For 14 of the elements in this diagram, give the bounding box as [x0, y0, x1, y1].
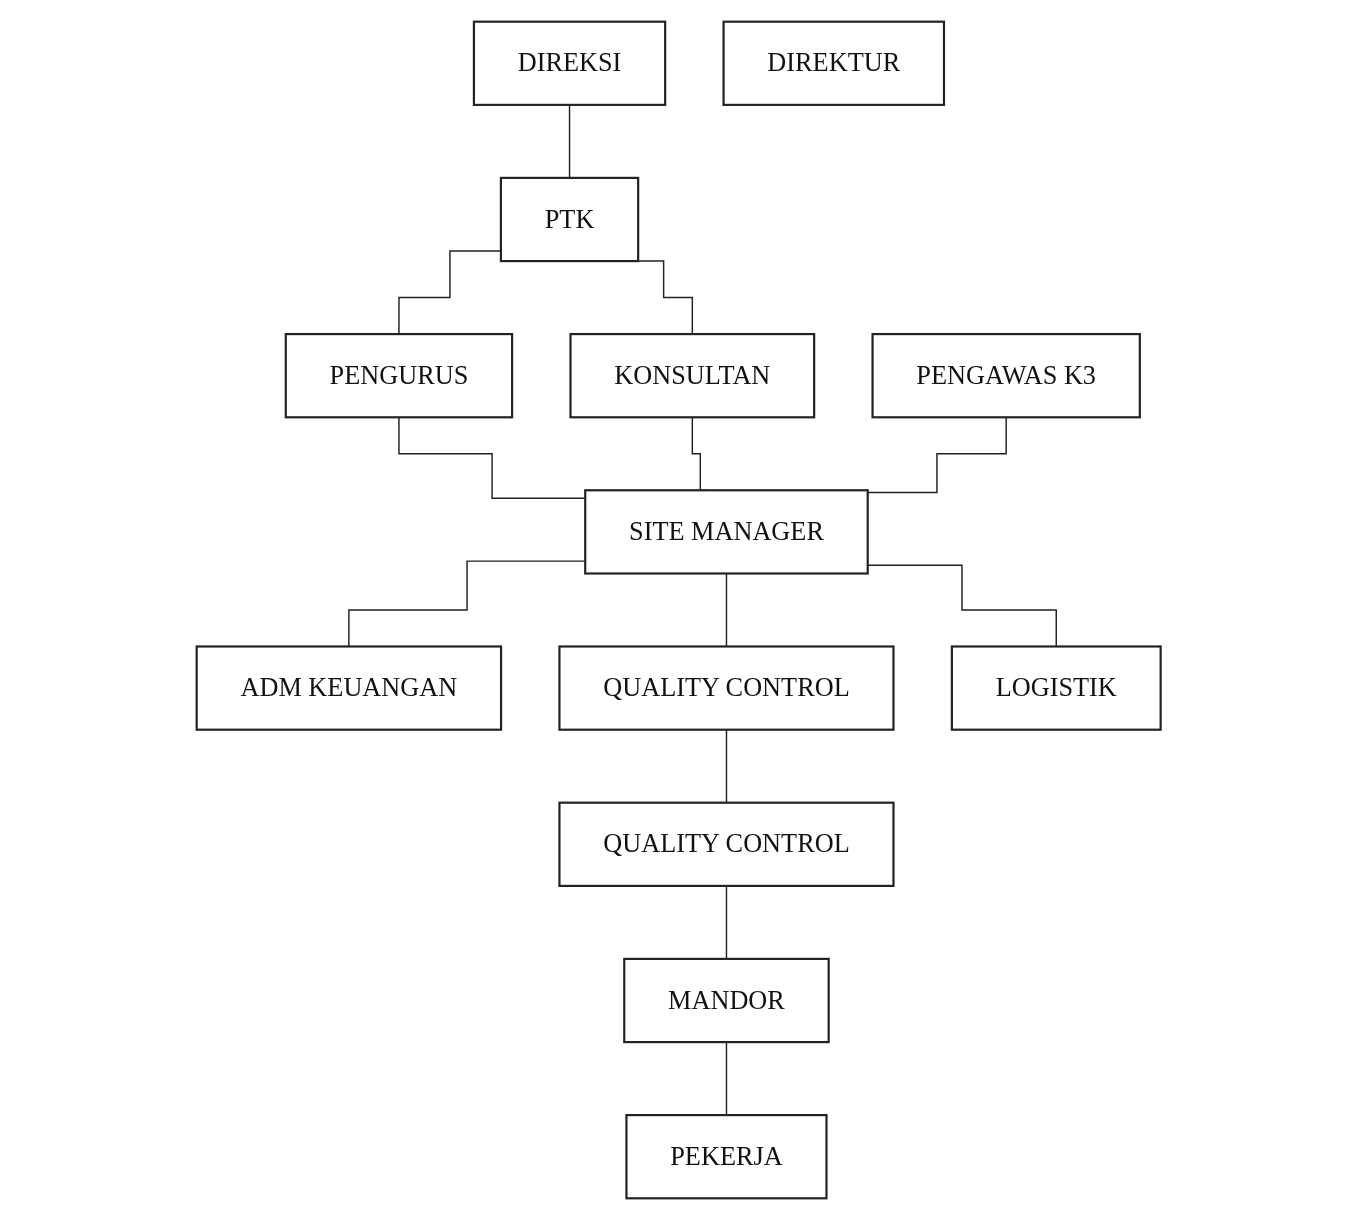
node-box: LOGISTIK: [951, 645, 1163, 731]
node-box: PEKERJA: [625, 1114, 828, 1200]
node-box: QUALITY CONTROL: [558, 645, 895, 731]
node-box: PTK: [500, 176, 640, 263]
node-box: MANDOR: [623, 957, 831, 1044]
node-box: PENGURUS: [285, 333, 514, 419]
connector: [398, 250, 502, 335]
node-box: KONSULTAN: [569, 333, 816, 419]
node-box: ADM KEUANGAN: [195, 645, 503, 731]
node-box: DIREKSI: [473, 20, 667, 106]
node-box: PENGAWAS K3: [871, 333, 1142, 419]
node-box: QUALITY CONTROL: [558, 801, 895, 887]
node-box: SITE MANAGER: [584, 489, 870, 575]
node-box: DIREKTUR: [722, 20, 946, 106]
